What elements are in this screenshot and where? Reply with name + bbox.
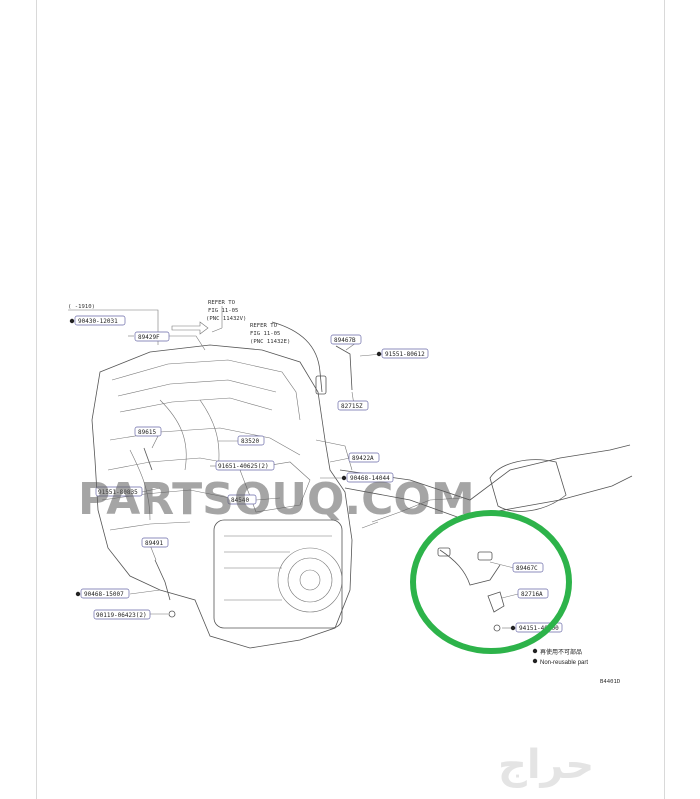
part-label-2-text: 89467B [334, 337, 356, 344]
engine-drawing [91, 321, 633, 649]
non-reusable-dot-icon [69, 318, 75, 324]
non-reusable-dot-icon [341, 475, 347, 481]
part-label-11-text: 84540 [231, 497, 249, 504]
figure-code: B4401D [600, 679, 621, 685]
legend: 再使用不可部品 Non-reusable part [532, 648, 588, 666]
refer-note-1-line1: REFER TO [208, 300, 236, 306]
part-label-14[interactable]: 90119-06423(2) [93, 609, 151, 620]
part-label-9-text: 90468-14044 [350, 475, 390, 482]
part-label-10-text: 91551-80835 [98, 489, 138, 496]
refer-note-2-line3: (PNC 11432E) [250, 339, 290, 345]
non-reusable-dot-icon [75, 591, 81, 597]
site-watermark: PARTSOUQ.COM [78, 474, 475, 525]
part-label-15[interactable]: 89467C [512, 562, 544, 573]
part-label-4[interactable]: 82715Z [337, 400, 369, 411]
part-label-3-text: 91551-80612 [385, 351, 425, 358]
refer-note-2-line2: FIG 11-05 [250, 331, 280, 337]
non-reusable-dot-icon [532, 658, 538, 664]
part-label-13-text: 90468-15007 [84, 591, 124, 598]
leader-lines [68, 306, 519, 629]
legend-english: Non-reusable part [540, 660, 588, 666]
part-label-2[interactable]: 89467B [330, 334, 362, 345]
part-label-1[interactable]: 89429F [134, 331, 170, 342]
part-label-3[interactable]: 91551-80612 [376, 348, 429, 359]
page-frame-left [36, 0, 37, 799]
refer-arrow [171, 321, 209, 335]
top-left-code: ( -1910) [68, 304, 95, 310]
part-label-0[interactable]: 90430-12031 [69, 315, 126, 326]
part-label-5-text: 89615 [138, 429, 156, 436]
part-label-9[interactable]: 90468-14044 [341, 472, 394, 483]
page-frame-right [664, 0, 665, 799]
part-label-14-text: 90119-06423(2) [96, 612, 147, 619]
part-label-10[interactable]: 91551-80835 [95, 486, 143, 497]
part-label-7-text: 91651-40625(2) [218, 463, 269, 470]
part-label-4-text: 82715Z [341, 403, 363, 410]
part-label-12[interactable]: 89491 [141, 537, 169, 548]
refer-note-2: REFER TO FIG 11-05 (PNC 11432E) [250, 323, 290, 345]
refer-note-1: REFER TO FIG 11-05 (PNC 11432V) [206, 300, 246, 322]
highlight-circle [410, 510, 572, 654]
legend-chinese: 再使用不可部品 [540, 648, 582, 656]
part-label-6-text: 83520 [241, 438, 259, 445]
part-label-1-text: 89429F [138, 334, 160, 341]
part-label-7[interactable]: 91651-40625(2) [215, 460, 275, 471]
part-label-12-text: 89491 [145, 540, 163, 547]
part-label-6[interactable]: 83520 [237, 435, 265, 446]
part-label-13[interactable]: 90468-15007 [75, 588, 130, 599]
part-label-15-text: 89467C [516, 565, 538, 572]
part-label-0-text: 90430-12031 [78, 318, 118, 325]
part-label-8[interactable]: 89422A [348, 452, 380, 463]
arabic-watermark: حراج [498, 742, 595, 788]
non-reusable-dot-icon [510, 625, 516, 631]
part-label-11[interactable]: 84540 [227, 494, 257, 505]
refer-note-1-line2: FIG 11-05 [208, 308, 238, 314]
part-label-16[interactable]: 82716A [517, 588, 549, 599]
refer-note-2-line1: REFER TO [250, 323, 278, 329]
non-reusable-dot-icon [532, 648, 538, 654]
part-label-5[interactable]: 89615 [134, 426, 162, 437]
refer-note-1-line3: (PNC 11432V) [206, 316, 246, 322]
part-label-8-text: 89422A [352, 455, 374, 462]
part-label-16-text: 82716A [521, 591, 543, 598]
part-label-17-text: 94151-40600 [519, 625, 559, 632]
non-reusable-dot-icon [376, 351, 382, 357]
